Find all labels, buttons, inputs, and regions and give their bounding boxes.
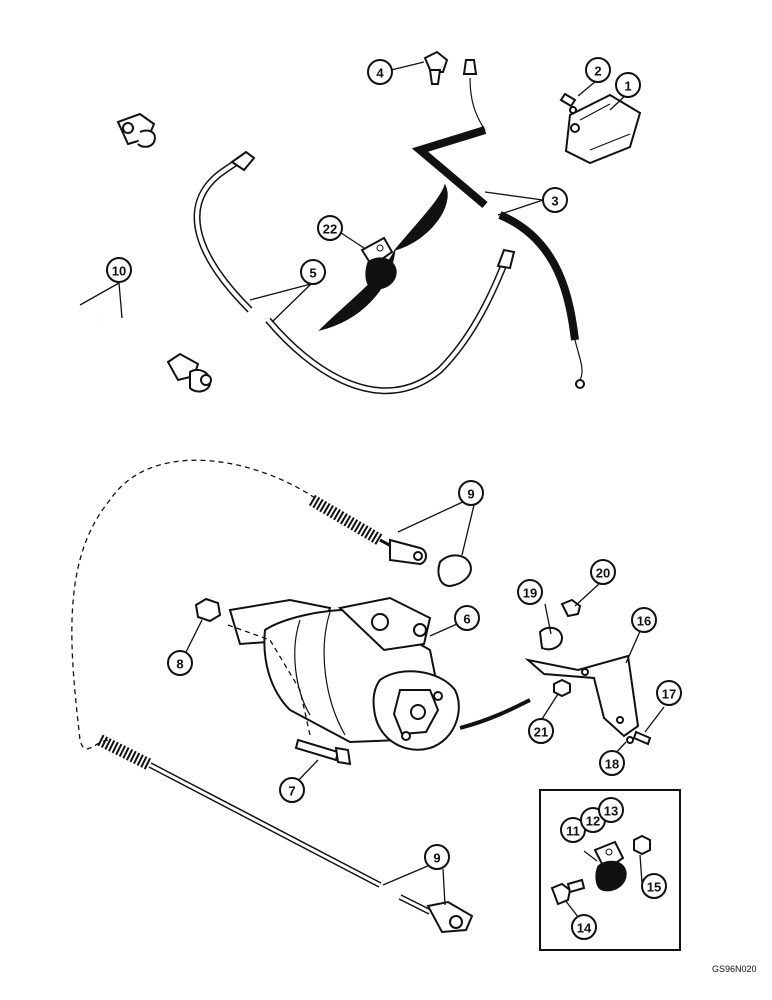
svg-text:15: 15 bbox=[647, 880, 661, 895]
callout-3: 3 bbox=[542, 187, 568, 213]
nut-21-illustration bbox=[553, 678, 571, 698]
svg-text:20: 20 bbox=[596, 566, 610, 581]
callout-18: 18 bbox=[599, 750, 625, 776]
callout-7: 7 bbox=[279, 777, 305, 803]
callout-1: 1 bbox=[615, 72, 641, 98]
svg-text:2: 2 bbox=[594, 64, 601, 79]
svg-text:21: 21 bbox=[534, 725, 548, 740]
nut-8-illustration bbox=[194, 597, 222, 623]
callout-6: 6 bbox=[454, 605, 480, 631]
clamp-19-illustration bbox=[538, 626, 564, 651]
callout-10: 10 bbox=[106, 257, 132, 283]
svg-text:17: 17 bbox=[662, 687, 676, 702]
nut-15-illustration bbox=[633, 834, 651, 856]
bolt-14-illustration bbox=[550, 878, 586, 906]
figure-code: GS96N020 bbox=[712, 964, 757, 974]
leader-lines bbox=[79, 61, 665, 923]
svg-text:19: 19 bbox=[523, 586, 537, 601]
routing-dashed-line bbox=[71, 459, 316, 750]
callout-22: 22 bbox=[317, 215, 343, 241]
callout-20: 20 bbox=[590, 559, 616, 585]
svg-text:5: 5 bbox=[309, 266, 316, 281]
bolt-20-illustration bbox=[560, 598, 582, 618]
screw-17-illustration bbox=[632, 730, 652, 746]
cable-9-upper-illustration bbox=[308, 494, 472, 588]
svg-text:9: 9 bbox=[467, 487, 474, 502]
svg-text:22: 22 bbox=[323, 222, 337, 237]
callout-21: 21 bbox=[528, 718, 554, 744]
svg-text:12: 12 bbox=[586, 814, 600, 829]
callout-17: 17 bbox=[656, 680, 682, 706]
svg-text:16: 16 bbox=[637, 614, 651, 629]
callout-15: 15 bbox=[641, 873, 667, 899]
starter-motor-6-illustration bbox=[228, 596, 460, 751]
svg-text:10: 10 bbox=[112, 264, 126, 279]
svg-text:4: 4 bbox=[376, 66, 384, 81]
svg-text:3: 3 bbox=[551, 194, 558, 209]
cable-3-illustration bbox=[411, 59, 585, 389]
svg-text:18: 18 bbox=[605, 757, 619, 772]
callout-13: 13 bbox=[598, 797, 624, 823]
svg-text:9: 9 bbox=[433, 851, 440, 866]
clamp-11-illustration bbox=[593, 840, 627, 892]
callout-14: 14 bbox=[571, 914, 597, 940]
callout-9-upper: 9 bbox=[458, 480, 484, 506]
bracket-16-illustration bbox=[524, 654, 640, 738]
cable-5-illustration bbox=[193, 150, 516, 395]
inset-box bbox=[539, 789, 681, 951]
svg-text:13: 13 bbox=[604, 804, 618, 819]
callout-19: 19 bbox=[517, 579, 543, 605]
svg-text:11: 11 bbox=[566, 824, 580, 839]
svg-text:7: 7 bbox=[288, 784, 295, 799]
callout-5: 5 bbox=[300, 259, 326, 285]
callout-2: 2 bbox=[585, 57, 611, 83]
callout-8: 8 bbox=[167, 650, 193, 676]
bolt-7-dashed-guide bbox=[227, 624, 311, 736]
cable-9-lower-illustration bbox=[97, 734, 474, 934]
svg-text:1: 1 bbox=[624, 79, 631, 94]
cable-link-illustration bbox=[459, 698, 531, 730]
callout-4: 4 bbox=[367, 59, 393, 85]
solenoid-1-illustration bbox=[559, 92, 642, 165]
svg-text:8: 8 bbox=[176, 657, 183, 672]
washer-18-illustration bbox=[626, 736, 634, 744]
svg-text:6: 6 bbox=[463, 612, 470, 627]
callout-9-lower: 9 bbox=[424, 844, 450, 870]
cable-10-illustration bbox=[43, 112, 212, 393]
clamp-22-illustration bbox=[318, 183, 448, 331]
bolt-4-illustration bbox=[423, 50, 449, 85]
svg-text:14: 14 bbox=[577, 921, 592, 936]
callout-16: 16 bbox=[631, 607, 657, 633]
bolt-7-illustration bbox=[294, 738, 352, 766]
